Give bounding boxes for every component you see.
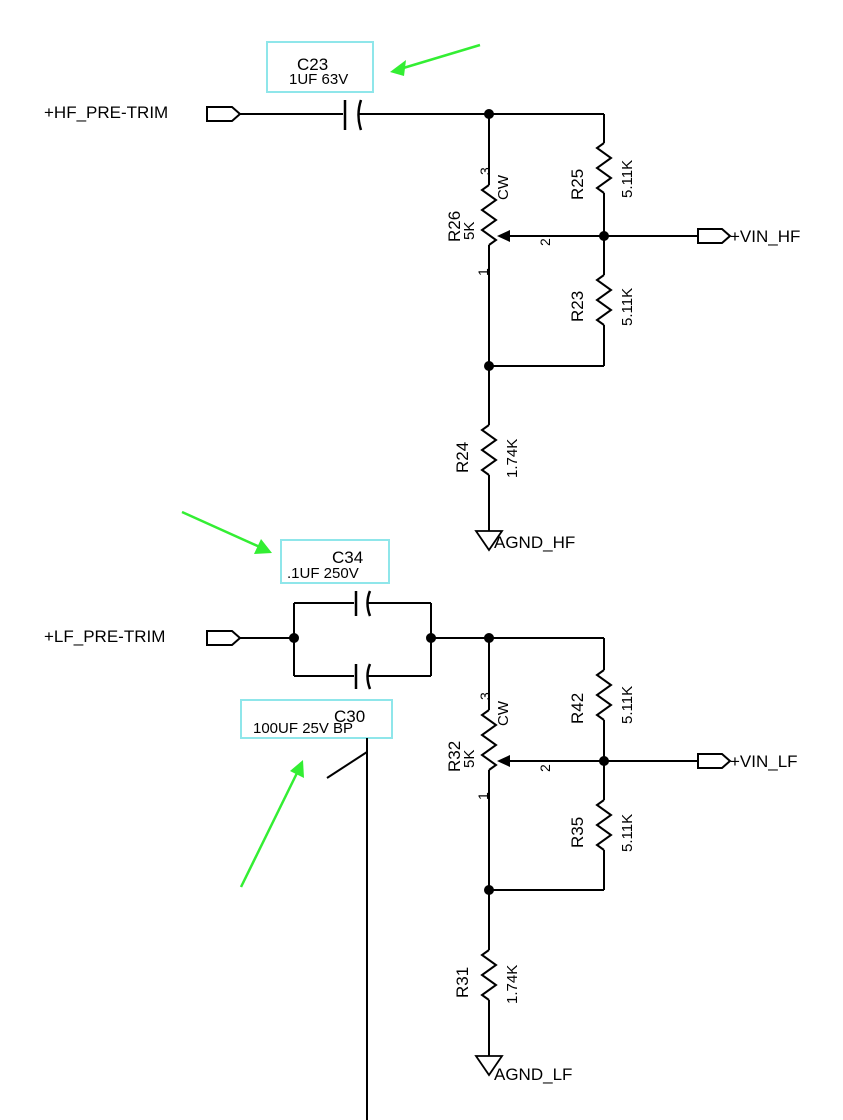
ground-symbol	[474, 530, 504, 552]
r32-pin3: 3	[477, 692, 493, 700]
r32-pin1: 1	[475, 792, 491, 800]
net-label-vin-lf: +VIN_LF	[730, 752, 798, 771]
net-label-agnd-hf: AGND_HF	[494, 533, 575, 552]
potentiometer-r26	[480, 114, 604, 366]
annotation-arrow	[181, 510, 263, 550]
c30-ref: C30	[334, 707, 365, 726]
highlight-box-c23	[266, 41, 374, 93]
capacitor-c30	[293, 638, 432, 690]
arrowhead	[390, 60, 406, 76]
r32-value: 5K	[461, 750, 478, 768]
annotation-arrow	[239, 772, 299, 888]
resistor-r42	[595, 638, 613, 761]
capacitor-c23	[343, 99, 490, 131]
arrowhead	[254, 539, 272, 554]
highlight-box-c30	[240, 699, 393, 739]
wire	[326, 751, 368, 779]
r42-ref: R42	[568, 693, 587, 724]
r35-value: 5.11K	[619, 814, 636, 852]
hf-section: +HF_PRE-TRIM C23 1UF 63V R25 5.11K	[44, 41, 800, 552]
r31-ref: R31	[453, 967, 472, 998]
c30-value: 100UF 25V BP	[253, 720, 353, 737]
highlight-box-c34	[280, 539, 390, 584]
c23-ref: C23	[297, 55, 328, 74]
c34-ref: C34	[332, 548, 363, 567]
r32-ref: R32	[445, 741, 464, 772]
resistor-r31	[480, 890, 498, 1056]
r24-ref: R24	[453, 442, 472, 473]
vin-lf-port-symbol	[697, 753, 732, 769]
r26-pin3: 3	[477, 167, 493, 175]
r32-pin2: 2	[537, 764, 553, 772]
arrowhead	[290, 760, 304, 778]
net-label-hf-pre-trim: +HF_PRE-TRIM	[44, 103, 168, 122]
r26-ref: R26	[445, 211, 464, 242]
resistor-r25	[595, 114, 613, 236]
capacitor-c34	[293, 590, 432, 638]
resistor-r23	[489, 236, 613, 367]
r23-ref: R23	[568, 291, 587, 322]
vin-hf-port-symbol	[697, 228, 732, 244]
r25-ref: R25	[568, 169, 587, 200]
r23-value: 5.11K	[619, 288, 636, 326]
c23-value: 1UF 63V	[289, 71, 348, 88]
lf-input-port-symbol	[206, 630, 242, 646]
r42-value: 5.11K	[619, 686, 636, 724]
net-label-agnd-lf: AGND_LF	[494, 1065, 572, 1084]
c34-value: .1UF 250V	[287, 565, 359, 582]
net-label-vin-hf: +VIN_HF	[730, 227, 800, 246]
r35-ref: R35	[568, 817, 587, 848]
r26-pin2: 2	[537, 238, 553, 246]
lf-section: C34 .1UF 250V +LF_PRE-TRIM C30 100UF 25V	[44, 510, 798, 1120]
net-label-lf-pre-trim: +LF_PRE-TRIM	[44, 627, 165, 646]
annotation-arrow	[399, 43, 481, 71]
resistor-r35	[489, 761, 613, 891]
r26-pin1: 1	[475, 268, 491, 276]
r32-cw-label: CW	[495, 700, 512, 726]
r25-value: 5.11K	[619, 160, 636, 198]
r24-value: 1.74K	[504, 439, 521, 478]
ground-symbol	[474, 1055, 504, 1077]
resistor-r24	[480, 366, 498, 531]
r26-cw-label: CW	[495, 174, 512, 200]
r26-value: 5K	[461, 222, 478, 240]
hf-input-port-symbol	[206, 106, 242, 122]
r31-value: 1.74K	[504, 965, 521, 1004]
potentiometer-r32	[480, 638, 604, 890]
